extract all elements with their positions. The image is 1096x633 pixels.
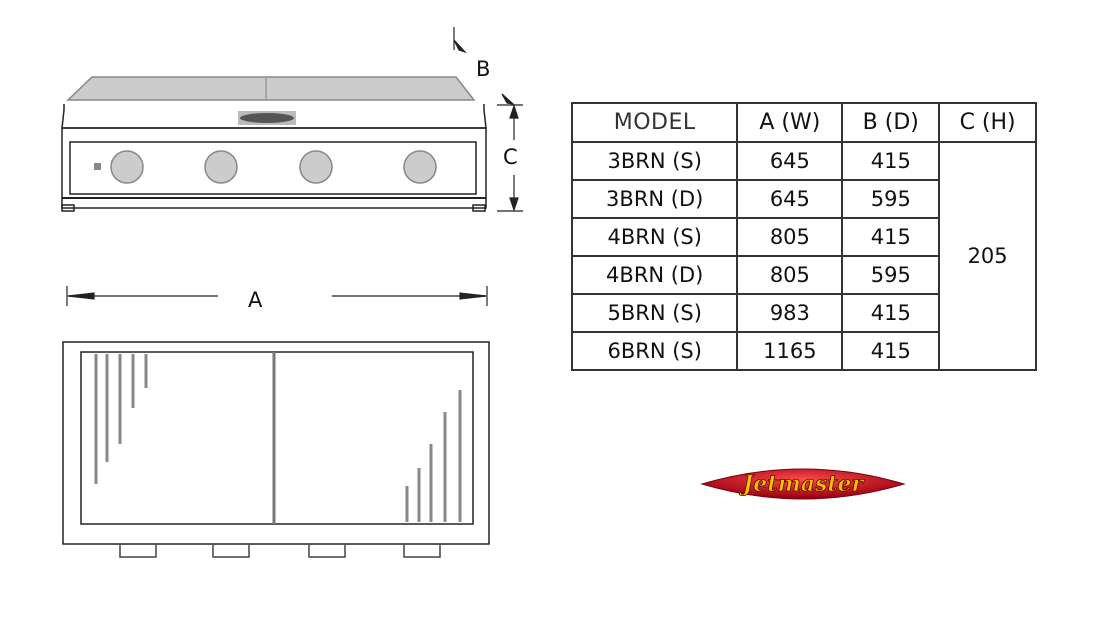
- cell-a: 645: [736, 141, 844, 181]
- dimension-c: [497, 104, 523, 212]
- cell-model: 4BRN (D): [570, 255, 739, 295]
- cell-b: 595: [841, 255, 941, 295]
- dimension-label-a: A: [248, 288, 263, 312]
- table-row: 3BRN (S) 645 415 205: [570, 141, 1037, 371]
- table-row: 3BRN (D) 645 595: [570, 179, 1036, 219]
- cell-a: 983: [736, 293, 844, 333]
- header-a: A (W): [736, 102, 844, 143]
- cell-b: 415: [841, 141, 941, 181]
- table-row: 4BRN (S) 805 415: [570, 217, 1036, 257]
- table-row: 6BRN (S) 1165 415: [570, 331, 1036, 371]
- cell-b: 415: [841, 331, 941, 371]
- cell-a: 645: [736, 179, 844, 219]
- cell-model: 4BRN (S): [570, 217, 739, 257]
- cell-model: 3BRN (D): [570, 179, 739, 219]
- table-row: 4BRN (D) 805 595: [570, 255, 1036, 295]
- cell-a: 1165: [736, 331, 844, 371]
- table-header-row: MODEL A (W) B (D) C (H): [570, 102, 1037, 143]
- table-row: 5BRN (S) 983 415: [570, 293, 1036, 333]
- cell-c: 205: [938, 141, 1037, 371]
- dimension-a: [66, 286, 488, 306]
- dimension-label-c: C: [503, 145, 518, 169]
- cell-a: 805: [736, 255, 844, 295]
- header-model: MODEL: [570, 102, 739, 143]
- cell-model: 5BRN (S): [570, 293, 739, 333]
- top-view: [62, 341, 490, 558]
- dimension-label-b: B: [476, 57, 491, 81]
- cell-model: 6BRN (S): [570, 331, 739, 371]
- header-c: C (H): [938, 102, 1037, 143]
- dimension-b: [453, 27, 515, 105]
- header-b: B (D): [841, 102, 941, 143]
- jetmaster-logo: Jetmaster: [700, 468, 906, 500]
- cell-a: 805: [736, 217, 844, 257]
- cell-b: 415: [841, 217, 941, 257]
- cell-model: 3BRN (S): [570, 141, 739, 181]
- dimensions-table: MODEL A (W) B (D) C (H) 3BRN (S) 645 415…: [570, 102, 1037, 371]
- front-view: [61, 76, 487, 212]
- cell-b: 415: [841, 293, 941, 333]
- logo-text: Jetmaster: [739, 471, 865, 497]
- cell-b: 595: [841, 179, 941, 219]
